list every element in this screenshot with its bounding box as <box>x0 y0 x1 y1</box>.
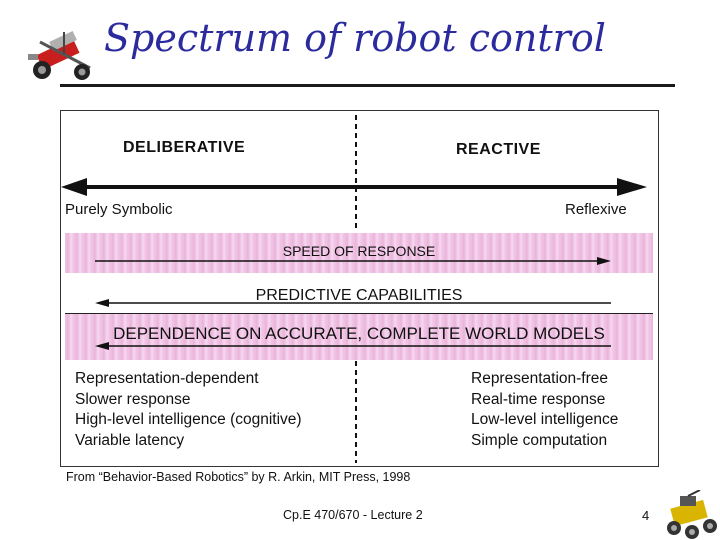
band-arrow-left <box>95 299 611 307</box>
figure-caption: From “Behavior-Based Robotics” by R. Ark… <box>66 470 411 484</box>
band-predictive-capabilities: PREDICTIVE CAPABILITIES <box>65 273 653 313</box>
band-speed-of-response: SPEED OF RESPONSE <box>65 233 653 273</box>
spectrum-arrow-right-head <box>617 178 647 196</box>
title-underline <box>60 84 675 87</box>
page-number: 4 <box>642 508 650 523</box>
trait-item: Low-level intelligence <box>471 411 619 428</box>
robot-rover-icon <box>667 490 717 539</box>
spectrum-graphics <box>61 115 647 463</box>
reactive-heading: REACTIVE <box>456 141 541 158</box>
trait-item: Real-time response <box>471 390 606 408</box>
band-label: SPEED OF RESPONSE <box>282 243 436 259</box>
trait-item: Slower response <box>75 390 191 408</box>
trait-item: Variable latency <box>75 431 185 449</box>
band-world-models: DEPENDENCE ON ACCURATE, COMPLETE WORLD M… <box>65 313 653 360</box>
slide-footer: Cp.E 470/670 - Lecture 2 <box>283 508 423 522</box>
spectrum-arrow-left-head <box>61 178 87 196</box>
trait-item: Simple computation <box>471 431 608 449</box>
deliberative-traits: Representation-dependent Slower response… <box>75 369 302 451</box>
band-label: DEPENDENCE ON ACCURATE, COMPLETE WORLD M… <box>113 324 605 343</box>
robot-cart-icon <box>28 30 91 80</box>
trait-item: High-level intelligence (cognitive) <box>75 411 302 428</box>
trait-item: Representation-free <box>471 370 608 387</box>
spectrum-figure: DELIBERATIVE REACTIVE Purely Symbolic Re… <box>60 110 659 467</box>
trait-item: Representation-dependent <box>75 370 259 387</box>
deliberative-heading: DELIBERATIVE <box>123 139 246 156</box>
band-arrow-right <box>95 257 611 265</box>
left-end-label: Purely Symbolic <box>65 201 173 218</box>
reactive-traits: Representation-free Real-time response L… <box>471 369 618 451</box>
band-label: PREDICTIVE CAPABILITIES <box>255 287 463 304</box>
slide-title: Spectrum of robot control <box>104 16 606 60</box>
right-end-label: Reflexive <box>565 201 627 218</box>
band-arrow-left <box>95 342 611 350</box>
